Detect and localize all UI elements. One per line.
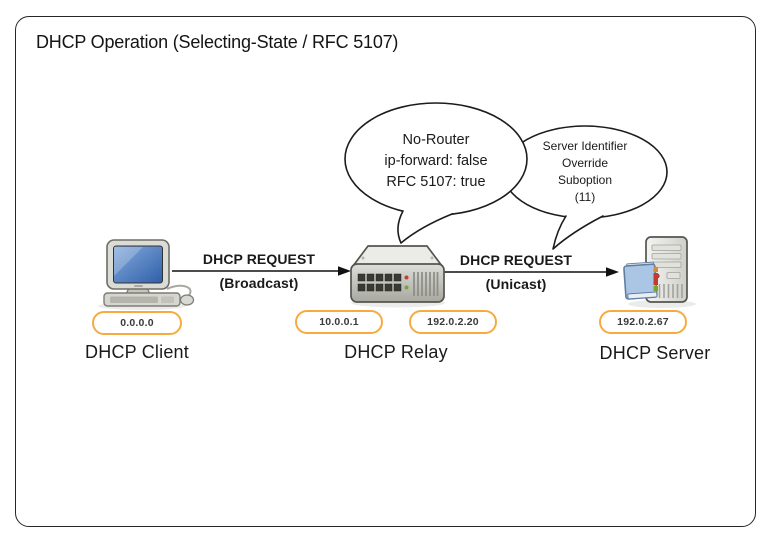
desktop-computer-icon <box>98 239 195 310</box>
server-slots <box>651 244 682 279</box>
book-icon <box>623 261 658 300</box>
server-note-line: Server Identifier <box>542 139 628 153</box>
arrow-client-to-relay <box>172 266 351 276</box>
speech-bubble-tail <box>397 210 453 244</box>
node-label-server: DHCP Server <box>599 343 711 363</box>
message-mode-client-to-relay: (Broadcast) <box>219 275 299 291</box>
address-badge-relay-left: 10.0.0.1 <box>295 310 383 334</box>
address-badge-relay-right: 192.0.2.20 <box>409 310 497 334</box>
server-note-text: Server Identifier Override Suboption (11… <box>505 138 665 206</box>
node-label-relay: DHCP Relay <box>344 342 448 362</box>
server-note-line: Suboption <box>557 173 613 187</box>
router-ports <box>357 273 402 292</box>
arrowhead-icon <box>606 267 619 277</box>
relay-note-line: ip-forward: false <box>384 153 488 169</box>
diagram-title: DHCP Operation (Selecting-State / RFC 51… <box>36 32 399 52</box>
address-badge-client: 0.0.0.0 <box>92 311 182 335</box>
bookmark-tabs-icon <box>653 267 658 291</box>
speech-bubble-relay-note <box>344 102 528 244</box>
server-note-line: (11) <box>574 190 596 204</box>
node-label-client: DHCP Client <box>85 342 189 362</box>
arrow-relay-to-server <box>444 267 619 277</box>
message-label-client-to-relay: DHCP REQUEST <box>202 251 316 267</box>
message-mode-relay-to-server: (Unicast) <box>485 276 547 292</box>
message-label-relay-to-server: DHCP REQUEST <box>459 252 573 268</box>
speech-bubble-tail <box>552 215 604 250</box>
relay-note-line: No-Router <box>402 132 470 148</box>
server-tower-icon <box>623 236 696 308</box>
led-red-icon <box>404 275 409 280</box>
speech-bubble-server-note <box>502 125 668 250</box>
router-vents <box>413 272 439 296</box>
mouse-icon <box>179 294 195 306</box>
led-green-icon <box>404 285 409 290</box>
server-note-line: Override <box>561 156 608 170</box>
address-badge-server: 192.0.2.67 <box>599 310 687 334</box>
relay-note-text: No-Router ip-forward: false RFC 5107: tr… <box>336 130 536 193</box>
speech-bubble-tail-fill <box>397 204 452 243</box>
relay-note-line: RFC 5107: true <box>386 174 486 190</box>
router-icon <box>350 245 445 308</box>
arrowhead-icon <box>338 266 351 276</box>
server-vents <box>654 284 683 298</box>
